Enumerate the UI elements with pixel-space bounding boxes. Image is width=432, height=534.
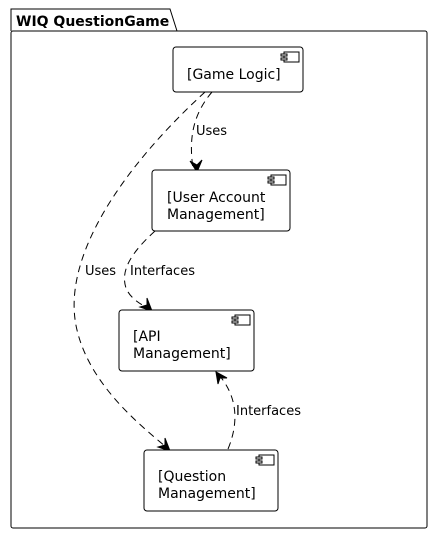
component-label-user-account-line2: Management] [167, 207, 265, 223]
edge-user-account-to-api [124, 230, 156, 309]
edge-game-logic-to-user-account [190, 91, 213, 169]
package-body [10, 30, 428, 529]
package-tab [10, 8, 178, 32]
edge-label-interfaces-1: Interfaces [130, 264, 195, 279]
component-user-account-management: [User Account Management] [151, 169, 291, 232]
edge-label-uses-2: Uses [85, 264, 116, 279]
component-box [151, 169, 291, 232]
component-icon [231, 314, 251, 326]
edge-game-logic-to-question [73, 91, 206, 448]
component-icon [280, 51, 300, 63]
component-label-api-line2: Management] [133, 346, 231, 362]
component-api-management: [API Management] [118, 309, 255, 372]
arrowhead-question [156, 437, 171, 452]
edges: Uses Interfaces Uses Interfaces [73, 91, 301, 452]
edge-label-uses-1: Uses [196, 124, 227, 139]
component-icon [255, 454, 275, 466]
component-label-api-line1: [API [133, 329, 161, 345]
arrowhead-api-from-user [138, 297, 153, 312]
component-label-game-logic: [Game Logic] [187, 67, 281, 83]
edge-label-interfaces-2: Interfaces [236, 404, 301, 419]
arrowhead-api-from-question [215, 371, 228, 385]
edge-question-to-api [218, 374, 236, 450]
component-icon [267, 174, 287, 186]
component-box [143, 449, 279, 512]
package-title: WIQ QuestionGame [16, 14, 169, 30]
component-label-user-account-line1: [User Account [167, 190, 266, 206]
component-question-management: [Question Management] [143, 449, 279, 512]
package-wiq-questiongame: WIQ QuestionGame [10, 8, 428, 529]
component-game-logic: [Game Logic] [172, 46, 304, 93]
component-box [118, 309, 255, 372]
component-label-question-line2: Management] [158, 486, 256, 502]
component-box [172, 46, 304, 93]
component-label-question-line1: [Question [158, 469, 226, 485]
arrowhead-user-account [189, 159, 203, 174]
